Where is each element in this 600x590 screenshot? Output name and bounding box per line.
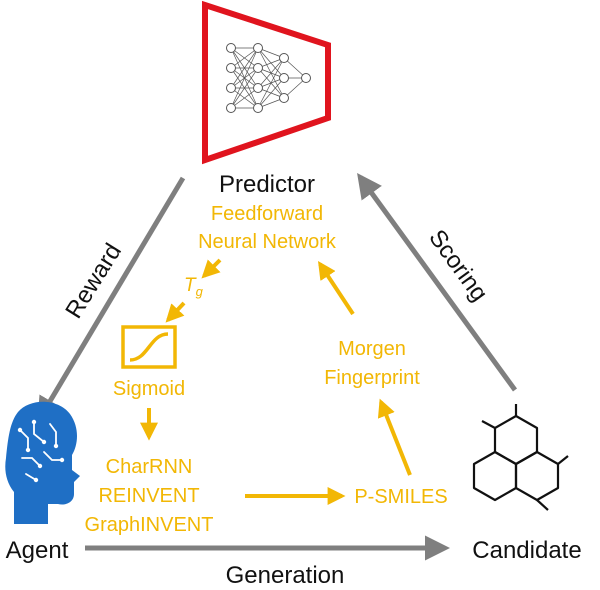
scoring-arrow (357, 172, 518, 392)
feedforward-label-line2: Neural Network (198, 231, 337, 253)
ffnn-to-tg-arrow (201, 258, 222, 279)
morgen-to-ffnn-arrow (318, 260, 355, 316)
generation-label: Generation (226, 562, 345, 589)
tg-symbol: Tg (184, 275, 204, 299)
model-reinvent: REINVENT (98, 485, 199, 507)
candidate-label: Candidate (472, 537, 581, 564)
neural-network-icon (202, 0, 331, 165)
morgen-label-line1: Morgen (338, 338, 406, 360)
predictor-label: Predictor (219, 171, 315, 198)
reward-label: Reward (60, 239, 127, 323)
reward-arrow (37, 176, 186, 423)
molecule-icon (472, 404, 569, 511)
psmiles-to-morgen-arrow (377, 398, 412, 476)
psmiles-label: P-SMILES (354, 486, 447, 508)
sigmoid-curve-icon (121, 325, 177, 369)
morgen-label-line2: Fingerprint (324, 367, 420, 389)
model-graphinvent: GraphINVENT (85, 514, 214, 536)
scoring-label: Scoring (423, 225, 493, 307)
feedforward-label-line1: Feedforward (211, 203, 323, 225)
sigmoid-label: Sigmoid (113, 378, 185, 400)
brain-head-icon (5, 401, 80, 524)
model-charrnn: CharRNN (106, 456, 193, 478)
tg-to-sigmoid-arrow (165, 301, 186, 323)
agent-label: Agent (6, 537, 69, 564)
